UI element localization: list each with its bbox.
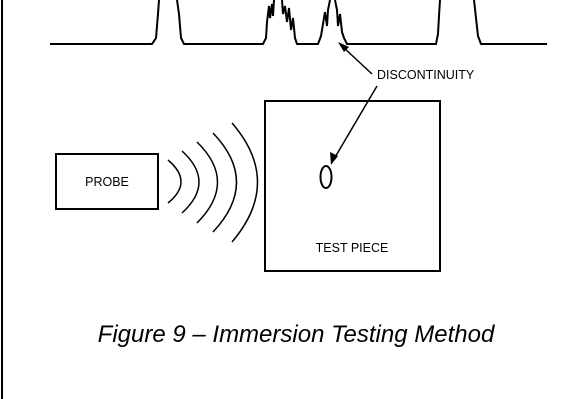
discontinuity-label: DISCONTINUITY (377, 68, 475, 82)
test-piece-label: TEST PIECE (316, 241, 389, 255)
discontinuity-leader-arrow (330, 85, 378, 165)
echo-leader-arrow (338, 42, 373, 75)
discontinuity-flaw (319, 165, 333, 189)
sound-wave-arcs (167, 122, 259, 243)
test-piece-box (264, 100, 441, 272)
probe-box (55, 153, 159, 210)
figure-caption: Figure 9 – Immersion Testing Method (98, 321, 495, 348)
probe-label: PROBE (85, 175, 129, 189)
waveform-trace (50, 0, 547, 45)
